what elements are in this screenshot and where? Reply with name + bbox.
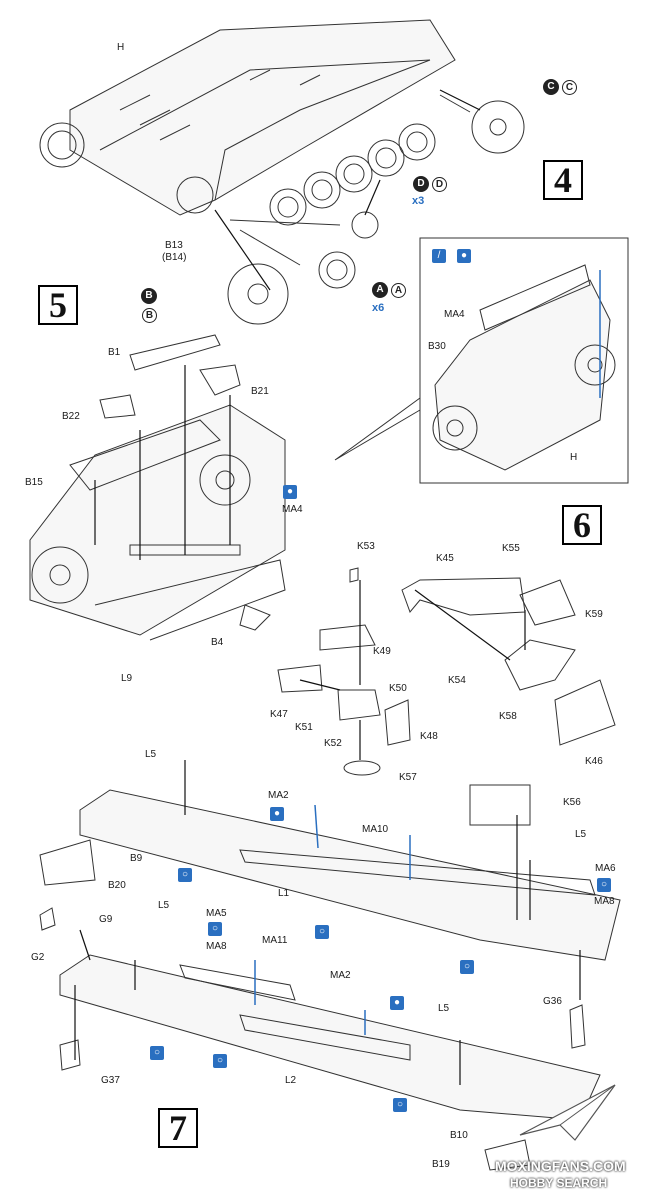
badge-C-mirror: C [562, 80, 577, 95]
label-MA10: MA10 [362, 824, 389, 835]
hull-inset-step6 [432, 264, 616, 471]
label-K52: K52 [324, 738, 342, 749]
label-K57: K57 [399, 772, 417, 783]
label-G36: G36 [543, 996, 562, 1007]
label-MA8-a: MA8 [594, 896, 615, 907]
label-K51: K51 [295, 722, 313, 733]
label-L9: L9 [121, 673, 133, 684]
label-B4: B4 [211, 637, 224, 648]
label-K50: K50 [389, 683, 407, 694]
glue-icon: ● [390, 996, 404, 1010]
label-K56: K56 [563, 797, 581, 808]
label-B15: B15 [25, 477, 43, 488]
label-B13: B13 [165, 240, 183, 251]
hole-icon: ○ [460, 960, 474, 974]
parts-k-series [277, 567, 616, 776]
label-K45: K45 [436, 553, 454, 564]
glue-icon: ● [270, 807, 284, 821]
step-number-7: 7 [158, 1108, 198, 1148]
glue-icon: ● [283, 485, 297, 499]
chassis-rails-step7 [39, 784, 621, 1171]
badge-B: B [141, 288, 157, 304]
label-B14: (B14) [162, 252, 187, 263]
label-MA6: MA6 [595, 863, 616, 874]
label-L2: L2 [285, 1075, 297, 1086]
hole-icon: ○ [315, 925, 329, 939]
watermark-line2: HOBBY SEARCH [510, 1176, 608, 1190]
label-K54: K54 [448, 675, 466, 686]
label-H: H [117, 42, 125, 53]
badge-B-mirror: B [142, 308, 157, 323]
label-L5-b: L5 [575, 829, 587, 840]
hole-icon: ○ [597, 878, 611, 892]
multiplier-x3: x3 [412, 195, 425, 207]
label-MA5: MA5 [206, 908, 227, 919]
label-MA8-b: MA8 [206, 941, 227, 952]
paper-plane-logo [519, 1084, 616, 1141]
label-K48: K48 [420, 731, 438, 742]
paint-icon: / [432, 249, 446, 263]
badge-A: A [372, 282, 388, 298]
hull-assembly-step4 [39, 19, 525, 325]
label-K58: K58 [499, 711, 517, 722]
hole-icon: ○ [178, 868, 192, 882]
blue-arrows [254, 270, 601, 1035]
label-MA2-a: MA2 [268, 790, 289, 801]
label-B1: B1 [108, 347, 121, 358]
label-K59: K59 [585, 609, 603, 620]
hole-icon: ○ [208, 922, 222, 936]
label-K53: K53 [357, 541, 375, 552]
label-B20: B20 [108, 880, 126, 891]
badge-D-mirror: D [432, 177, 447, 192]
multiplier-x6: x6 [372, 302, 385, 314]
step-number-6: 6 [562, 505, 602, 545]
label-MA11: MA11 [262, 935, 288, 946]
badge-C: C [543, 79, 559, 95]
label-MA4-inset: MA4 [444, 309, 465, 320]
hull-assembly-step5 [29, 334, 286, 641]
label-MA2-b: MA2 [330, 970, 351, 981]
glue-icon: ● [457, 249, 471, 263]
label-K46: K46 [585, 756, 603, 767]
label-B30: B30 [428, 341, 446, 352]
label-L1: L1 [278, 888, 290, 899]
label-B21: B21 [251, 386, 269, 397]
hole-icon: ○ [213, 1054, 227, 1068]
label-B10: B10 [450, 1130, 468, 1141]
label-K47: K47 [270, 709, 288, 720]
label-H-inset: H [570, 452, 578, 463]
step-number-5: 5 [38, 285, 78, 325]
badge-A-mirror: A [391, 283, 406, 298]
label-K49: K49 [373, 646, 391, 657]
label-L5-c: L5 [158, 900, 170, 911]
badge-D: D [413, 176, 429, 192]
arrows [74, 89, 581, 1085]
label-G2: G2 [31, 952, 45, 963]
label-L5-a: L5 [145, 749, 157, 760]
label-B22: B22 [62, 411, 80, 422]
hole-icon: ○ [393, 1098, 407, 1112]
label-G37: G37 [101, 1075, 120, 1086]
label-K55: K55 [502, 543, 520, 554]
watermark-line1: MOXINGFANS.COM [495, 1158, 626, 1174]
label-L5-d: L5 [438, 1003, 450, 1014]
inset-frame [419, 237, 629, 484]
hole-icon: ○ [150, 1046, 164, 1060]
label-G9: G9 [99, 914, 113, 925]
step-number-4: 4 [543, 160, 583, 200]
label-B19: B19 [432, 1159, 450, 1170]
label-B9: B9 [130, 853, 143, 864]
label-MA4: MA4 [282, 504, 303, 515]
